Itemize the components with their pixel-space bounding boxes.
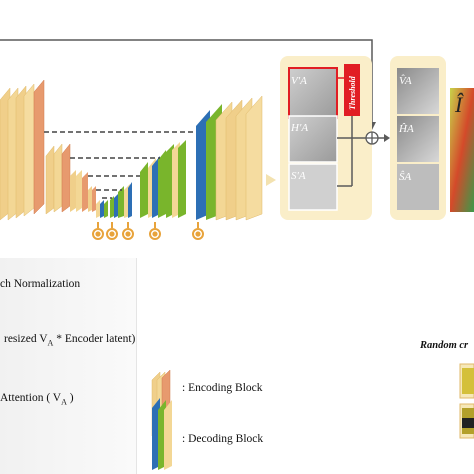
- v-hat-image: [397, 68, 439, 114]
- h-a-image: [288, 115, 338, 163]
- legend-attention-sub: A: [61, 397, 67, 407]
- legend-resized-suffix: * Encoder latent): [53, 333, 136, 345]
- attention-input-1: [92, 222, 104, 240]
- attention-input-2: [106, 222, 118, 240]
- bottleneck-block: [96, 200, 108, 218]
- encoder-stage-2: [45, 143, 71, 215]
- legend-attention-prefix: Attention ( V: [0, 392, 62, 404]
- attention-input-3: [122, 222, 134, 240]
- legend-resized-sub: A: [47, 338, 54, 348]
- attention-inputs: [92, 222, 204, 240]
- s-a-label: S′A: [291, 170, 306, 182]
- decoder-stage-2: [118, 182, 132, 218]
- threshold-box: [344, 64, 360, 116]
- attention-input-5: [192, 222, 204, 240]
- legend-panel: [0, 258, 137, 474]
- decoder-stage-4: [166, 140, 186, 218]
- v-hat-label: V̂A: [399, 74, 412, 87]
- s-a-image: [288, 163, 338, 211]
- dashed-skip-connections: [44, 131, 196, 199]
- attention-input-4: [149, 222, 161, 240]
- random-crop-label: Random cr: [420, 340, 469, 351]
- legend-encoding-label: : Encoding Block: [182, 382, 263, 394]
- decoder-stage-5: [196, 95, 263, 221]
- s-hat-image: [397, 164, 439, 210]
- h-hat-image: [397, 116, 439, 162]
- add-operator-icon: [365, 131, 379, 145]
- flow-arrow: [266, 174, 276, 186]
- legend-resized: resized VA * Encoder latent): [4, 333, 135, 347]
- s-hat-label: ŜA: [399, 171, 412, 183]
- legend-batch-norm-text: ch Normalization: [0, 278, 81, 290]
- legend-resized-prefix: resized V: [4, 333, 48, 345]
- v-a-label: V′A: [291, 75, 307, 87]
- encoder-stage-3: [70, 170, 88, 212]
- threshold-label: Threshold: [348, 75, 357, 110]
- legend-decoding-label: : Decoding Block: [182, 433, 264, 445]
- legend-attention-suffix: ): [66, 392, 74, 404]
- reconstructed-label: Î: [454, 92, 464, 117]
- h-hat-label: ĤA: [398, 123, 414, 135]
- v-a-image: [288, 67, 338, 119]
- combine-lines: [337, 116, 386, 187]
- encoder-stage-4: [88, 186, 96, 212]
- legend-batch-norm: ch Normalization: [0, 278, 80, 290]
- decoding-block-swatch: [152, 398, 172, 470]
- encoder-stage-1: [0, 79, 45, 221]
- decoder-stage-3: [140, 150, 166, 218]
- legend-attention: Attention ( VA ): [0, 392, 74, 406]
- combine-arrow: [384, 134, 390, 142]
- reconstructed-image: [450, 88, 474, 212]
- h-a-label: H′A: [290, 122, 308, 134]
- decoder-stage-1: [110, 194, 118, 218]
- random-crop-thumbnails: [459, 363, 474, 439]
